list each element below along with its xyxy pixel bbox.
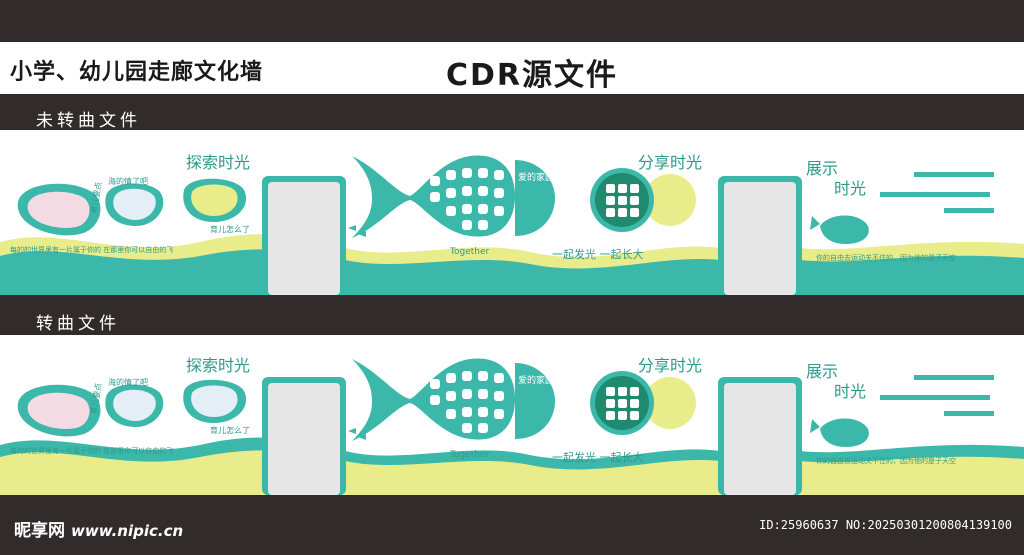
bubble-inner-3b: [191, 385, 238, 417]
culture-wall-unconverted: 探索时光 分享时光 展示 时光 爱的家园 海的情了吧 育儿要点 育儿怎么了 每的…: [0, 130, 1024, 295]
display-line-3b: [944, 411, 994, 416]
display-line-3: [944, 208, 994, 213]
panel-share-title-2: 分享时光: [638, 356, 702, 375]
file-format-title: CDR源文件: [446, 58, 619, 93]
bubble-title-3: 育儿怎么了: [210, 224, 250, 234]
bubble-inner-3: [191, 184, 238, 216]
display-line-2b: [880, 395, 990, 400]
bubble-inner-1b: [27, 392, 90, 429]
door-panel-right: [724, 182, 796, 295]
wall-graphic: 探索时光 分享时光 展示 时光 爱的家园 海的情了吧 育儿要点 育儿怎么了 每的…: [0, 153, 1024, 295]
fish-title-2: 爱的家园: [518, 374, 554, 386]
fish-head-2: [515, 363, 555, 439]
display-line-2: [880, 192, 990, 197]
share-photo-slots-2: [606, 387, 639, 420]
fish-photo-slots: [430, 168, 504, 230]
display-line-1b: [914, 375, 994, 380]
panel-explore-title: 探索时光: [186, 153, 250, 172]
title-bar: 小学、幼儿园走廊文化墙 CDR源文件: [0, 42, 1024, 94]
together-text: Together: [449, 247, 489, 257]
fish-head: [515, 160, 555, 236]
footer-site[interactable]: www.nipic.cn: [71, 522, 184, 540]
door-panel-left: [268, 182, 340, 295]
small-fish-icon: [348, 225, 366, 237]
small-fish-icon-2: [348, 428, 366, 440]
bubble-inner-2b: [113, 389, 156, 421]
footer-id: ID:25960637 NO:20250301200804139100: [759, 518, 1012, 532]
door-panel-left-2: [268, 383, 340, 495]
slogan-right-2: 你的自由去运动关不住的，因为他的是子天空: [816, 456, 956, 465]
panel-display-title-2: 时光: [834, 179, 866, 198]
section-label-converted: 转曲文件: [36, 314, 120, 334]
section-label-unconverted: 未转曲文件: [36, 111, 141, 131]
bubble-inner-2: [113, 188, 156, 220]
fish-title: 爱的家园: [518, 171, 554, 183]
page-title: 小学、幼儿园走廊文化墙: [10, 60, 264, 85]
share-sun-2: [644, 377, 696, 429]
bubble-title-2: 海的情了吧: [108, 176, 148, 186]
share-photo-slots: [606, 184, 639, 217]
slogan-left: 每的的世界里有一片属于你的 在那里你可以自由的飞: [10, 245, 173, 254]
door-panel-right-2: [724, 383, 796, 495]
slogan-middle-2: 一起发光 一起长大: [552, 450, 644, 464]
panel-display-title-1b: 展示: [806, 362, 838, 381]
footer-logo-name: 昵享网: [14, 521, 65, 541]
fish-photo-slots-2: [430, 371, 504, 433]
together-text-2: Together: [449, 450, 489, 460]
bubble-title-3b: 育儿怎么了: [210, 425, 250, 435]
whale-icon: [810, 215, 869, 244]
display-line-1: [914, 172, 994, 177]
footer-logo[interactable]: 昵享网 www.nipic.cn: [14, 516, 183, 541]
slogan-right: 你的自由去运动关不住的，因为他的是子天空: [816, 253, 956, 262]
panel-explore-title-2: 探索时光: [186, 356, 250, 375]
wall-graphic-2: 探索时光 分享时光 展示 时光 爱的家园 海的情了吧 育儿要点 育儿怎么了 每的…: [0, 356, 1024, 495]
bubble-inner-1: [27, 191, 90, 228]
bubble-title-2b: 海的情了吧: [108, 377, 148, 387]
panel-display-title-1: 展示: [806, 159, 838, 178]
slogan-left-2: 每的的世界里有一片属于你的 在那里你可以自由的飞: [10, 446, 173, 455]
panel-display-title-2b: 时光: [834, 382, 866, 401]
whale-icon-2: [810, 418, 869, 447]
share-sun: [644, 174, 696, 226]
panel-share-title: 分享时光: [638, 153, 702, 172]
slogan-middle: 一起发光 一起长大: [552, 247, 644, 261]
culture-wall-converted: 探索时光 分享时光 展示 时光 爱的家园 海的情了吧 育儿要点 育儿怎么了 每的…: [0, 335, 1024, 495]
